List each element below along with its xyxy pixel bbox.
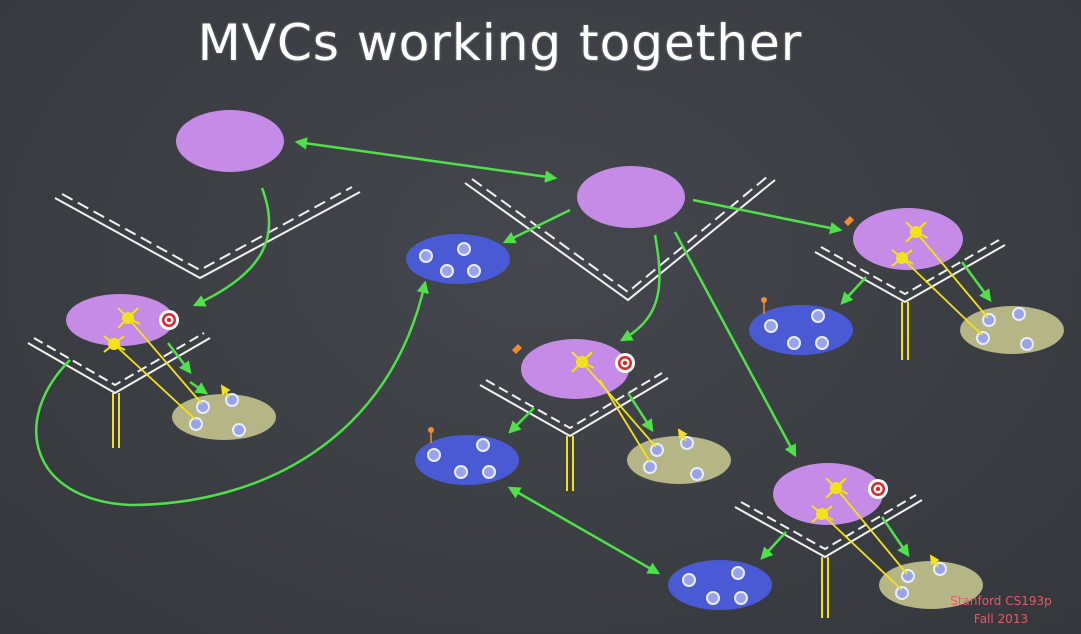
course-credit: Stanford CS193p Fall 2013 [931,592,1071,628]
controller-top-left [176,110,284,172]
mvc-d [668,463,983,610]
lane-divider-mvc-b [479,372,669,491]
lane-divider-mvc-c [814,239,1006,360]
mvc-a-action-starburst-icon [103,307,203,421]
mvc-d-controller [773,463,883,525]
mvc-a-target-icon [159,310,179,330]
lane-divider-left [54,186,361,280]
mvc-b-action-starburst-icon [571,351,657,463]
lane-divider-mvc-d [734,494,923,618]
mvc-c [749,208,1064,355]
mvc-d-view [668,560,772,610]
mvc-c-action-starburst-icon [891,221,989,336]
mvc-a [66,294,276,440]
course-credit-line2: Fall 2013 [973,612,1029,626]
mvc-a-model [172,394,276,440]
mvc-b-outlet-pin-icon [512,344,522,354]
mvc-d-action-starburst-icon [811,477,908,591]
mvc-b [415,339,731,485]
course-credit-line1: Stanford CS193p [950,594,1052,608]
mvc-communication-arrows [35,137,843,575]
mvc-c-outlet-pin-icon [844,216,854,226]
mvc-b-model [627,436,731,484]
mvc-b-target-icon [615,353,635,373]
controller-top-center [577,166,685,228]
slide-title: MVCs working together [197,14,803,72]
mvc-d-target-icon [868,479,888,499]
view-center-left [406,234,510,284]
mvc-a-controller [66,294,174,346]
lane-divider-center [464,175,776,302]
